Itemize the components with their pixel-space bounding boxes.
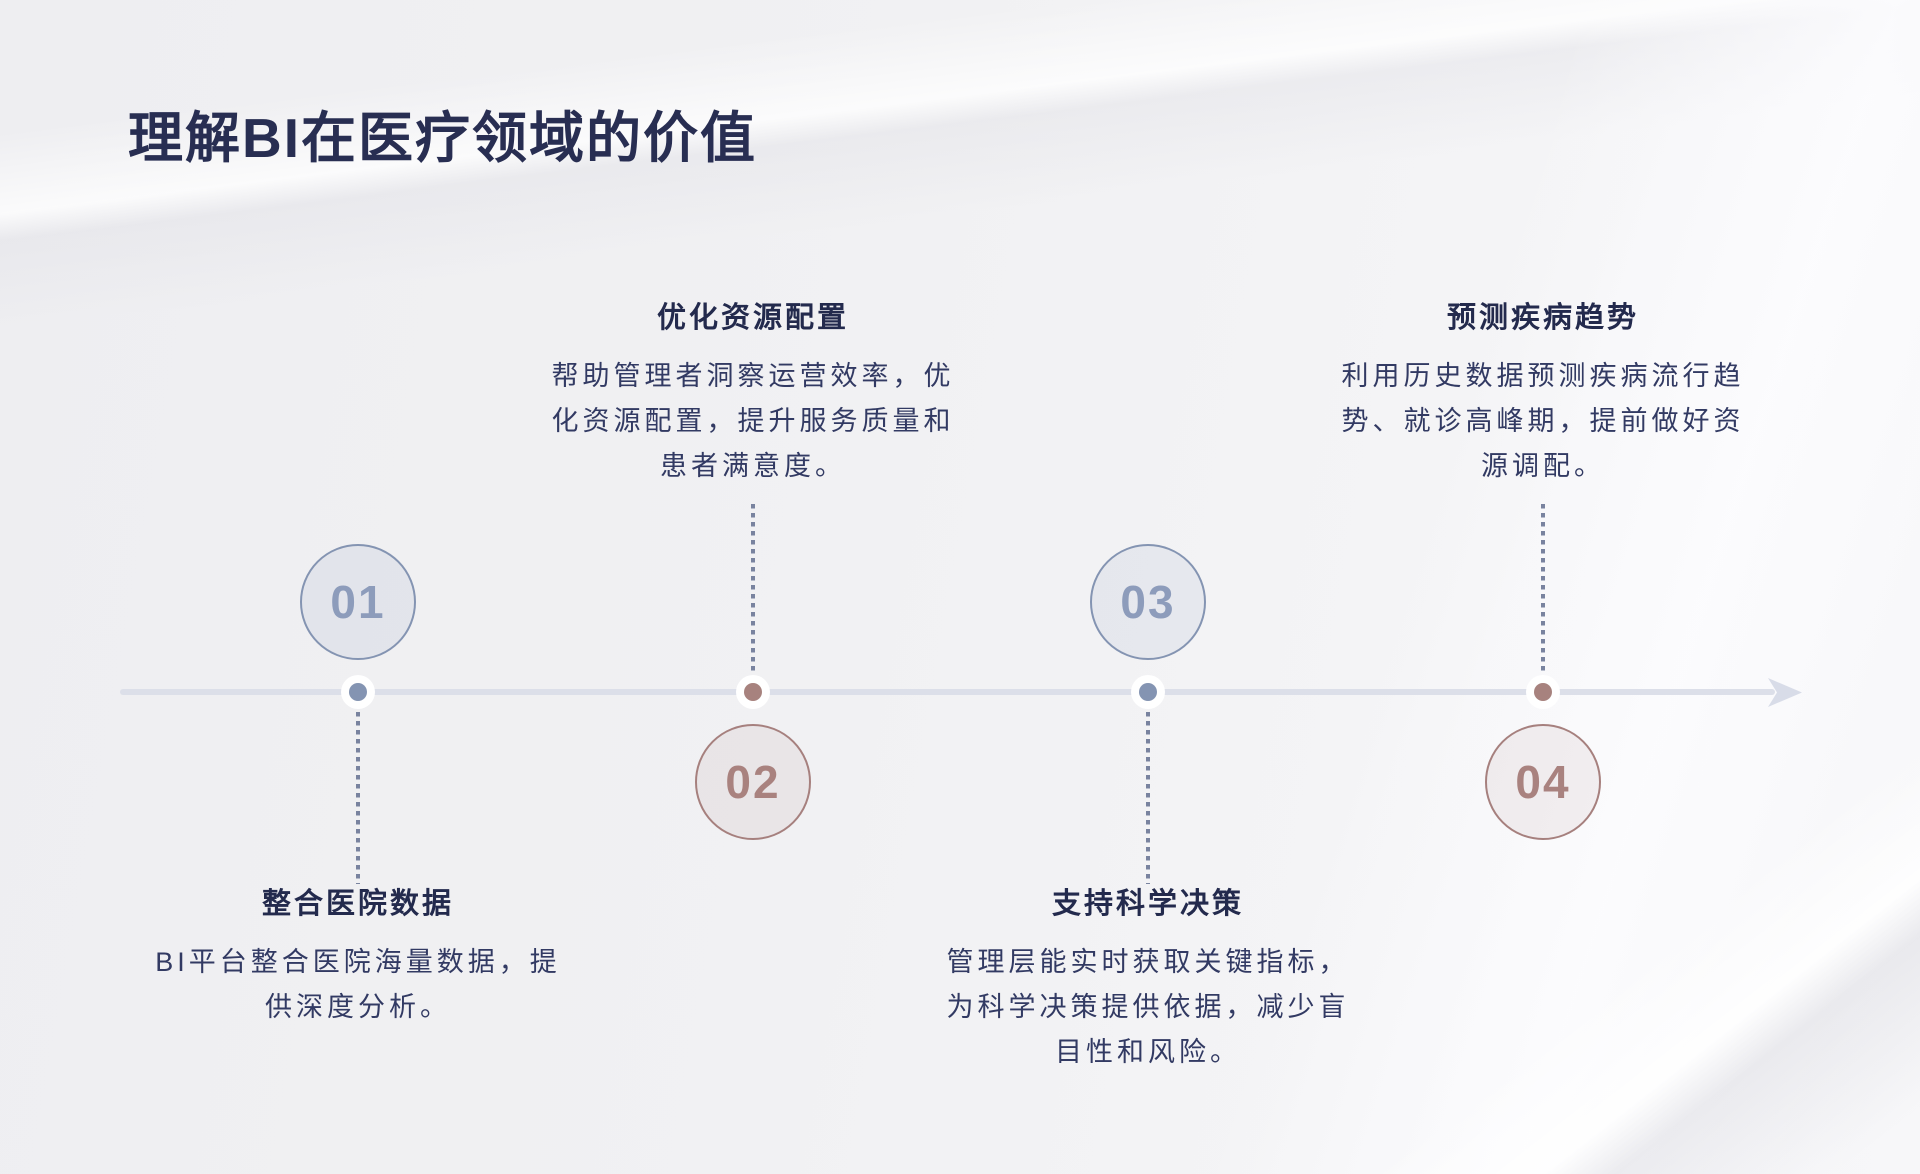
timeline-node [1526, 675, 1560, 709]
step-number: 01 [330, 576, 386, 628]
step-text-block: 整合医院数据 BI平台整合医院海量数据，提供深度分析。 [128, 884, 588, 1030]
step-number-circle: 02 [695, 724, 811, 840]
step-description: BI平台整合医院海量数据，提供深度分析。 [155, 947, 561, 1022]
timeline-node-dot [1139, 683, 1157, 701]
step-number: 03 [1120, 576, 1176, 628]
page-title: 理解BI在医疗领域的价值 [128, 106, 758, 169]
step-text-block: 支持科学决策 管理层能实时获取关键指标，为科学决策提供依据，减少盲目性和风险。 [918, 884, 1378, 1075]
step-number: 02 [725, 756, 781, 808]
dotted-connector [1146, 712, 1150, 884]
timeline-item: 01 整合医院数据 BI平台整合医院海量数据，提供深度分析。 [128, 0, 588, 1174]
step-description: 管理层能实时获取关键指标，为科学决策提供依据，减少盲目性和风险。 [946, 947, 1350, 1067]
step-text-block: 优化资源配置 帮助管理者洞察运营效率，优化资源配置，提升服务质量和患者满意度。 [523, 298, 983, 489]
dotted-connector [751, 504, 755, 672]
timeline-item: 预测疾病趋势 利用历史数据预测疾病流行趋势、就诊高峰期，提前做好资源调配。 04 [1313, 0, 1773, 1174]
timeline-node-dot [349, 683, 367, 701]
timeline-node [1131, 675, 1165, 709]
step-number-circle: 03 [1090, 544, 1206, 660]
timeline-item: 优化资源配置 帮助管理者洞察运营效率，优化资源配置，提升服务质量和患者满意度。 … [523, 0, 983, 1174]
timeline-node [341, 675, 375, 709]
step-description: 帮助管理者洞察运营效率，优化资源配置，提升服务质量和患者满意度。 [551, 361, 955, 481]
dotted-connector [356, 712, 360, 884]
step-number-circle: 04 [1485, 724, 1601, 840]
timeline-arrow-icon [1768, 678, 1802, 707]
timeline-axis [120, 689, 1775, 695]
step-title: 整合医院数据 [261, 888, 454, 920]
step-title: 预测疾病趋势 [1446, 302, 1639, 334]
step-number-circle: 01 [300, 544, 416, 660]
dotted-connector [1541, 504, 1545, 672]
step-title: 优化资源配置 [656, 302, 849, 334]
step-description: 利用历史数据预测疾病流行趋势、就诊高峰期，提前做好资源调配。 [1341, 361, 1745, 481]
timeline-node-dot [1534, 683, 1552, 701]
step-text-block: 预测疾病趋势 利用历史数据预测疾病流行趋势、就诊高峰期，提前做好资源调配。 [1313, 298, 1773, 489]
timeline-item: 03 支持科学决策 管理层能实时获取关键指标，为科学决策提供依据，减少盲目性和风… [918, 0, 1378, 1174]
timeline-node-dot [744, 683, 762, 701]
timeline-node [736, 675, 770, 709]
step-number: 04 [1515, 756, 1571, 808]
step-title: 支持科学决策 [1051, 888, 1244, 920]
